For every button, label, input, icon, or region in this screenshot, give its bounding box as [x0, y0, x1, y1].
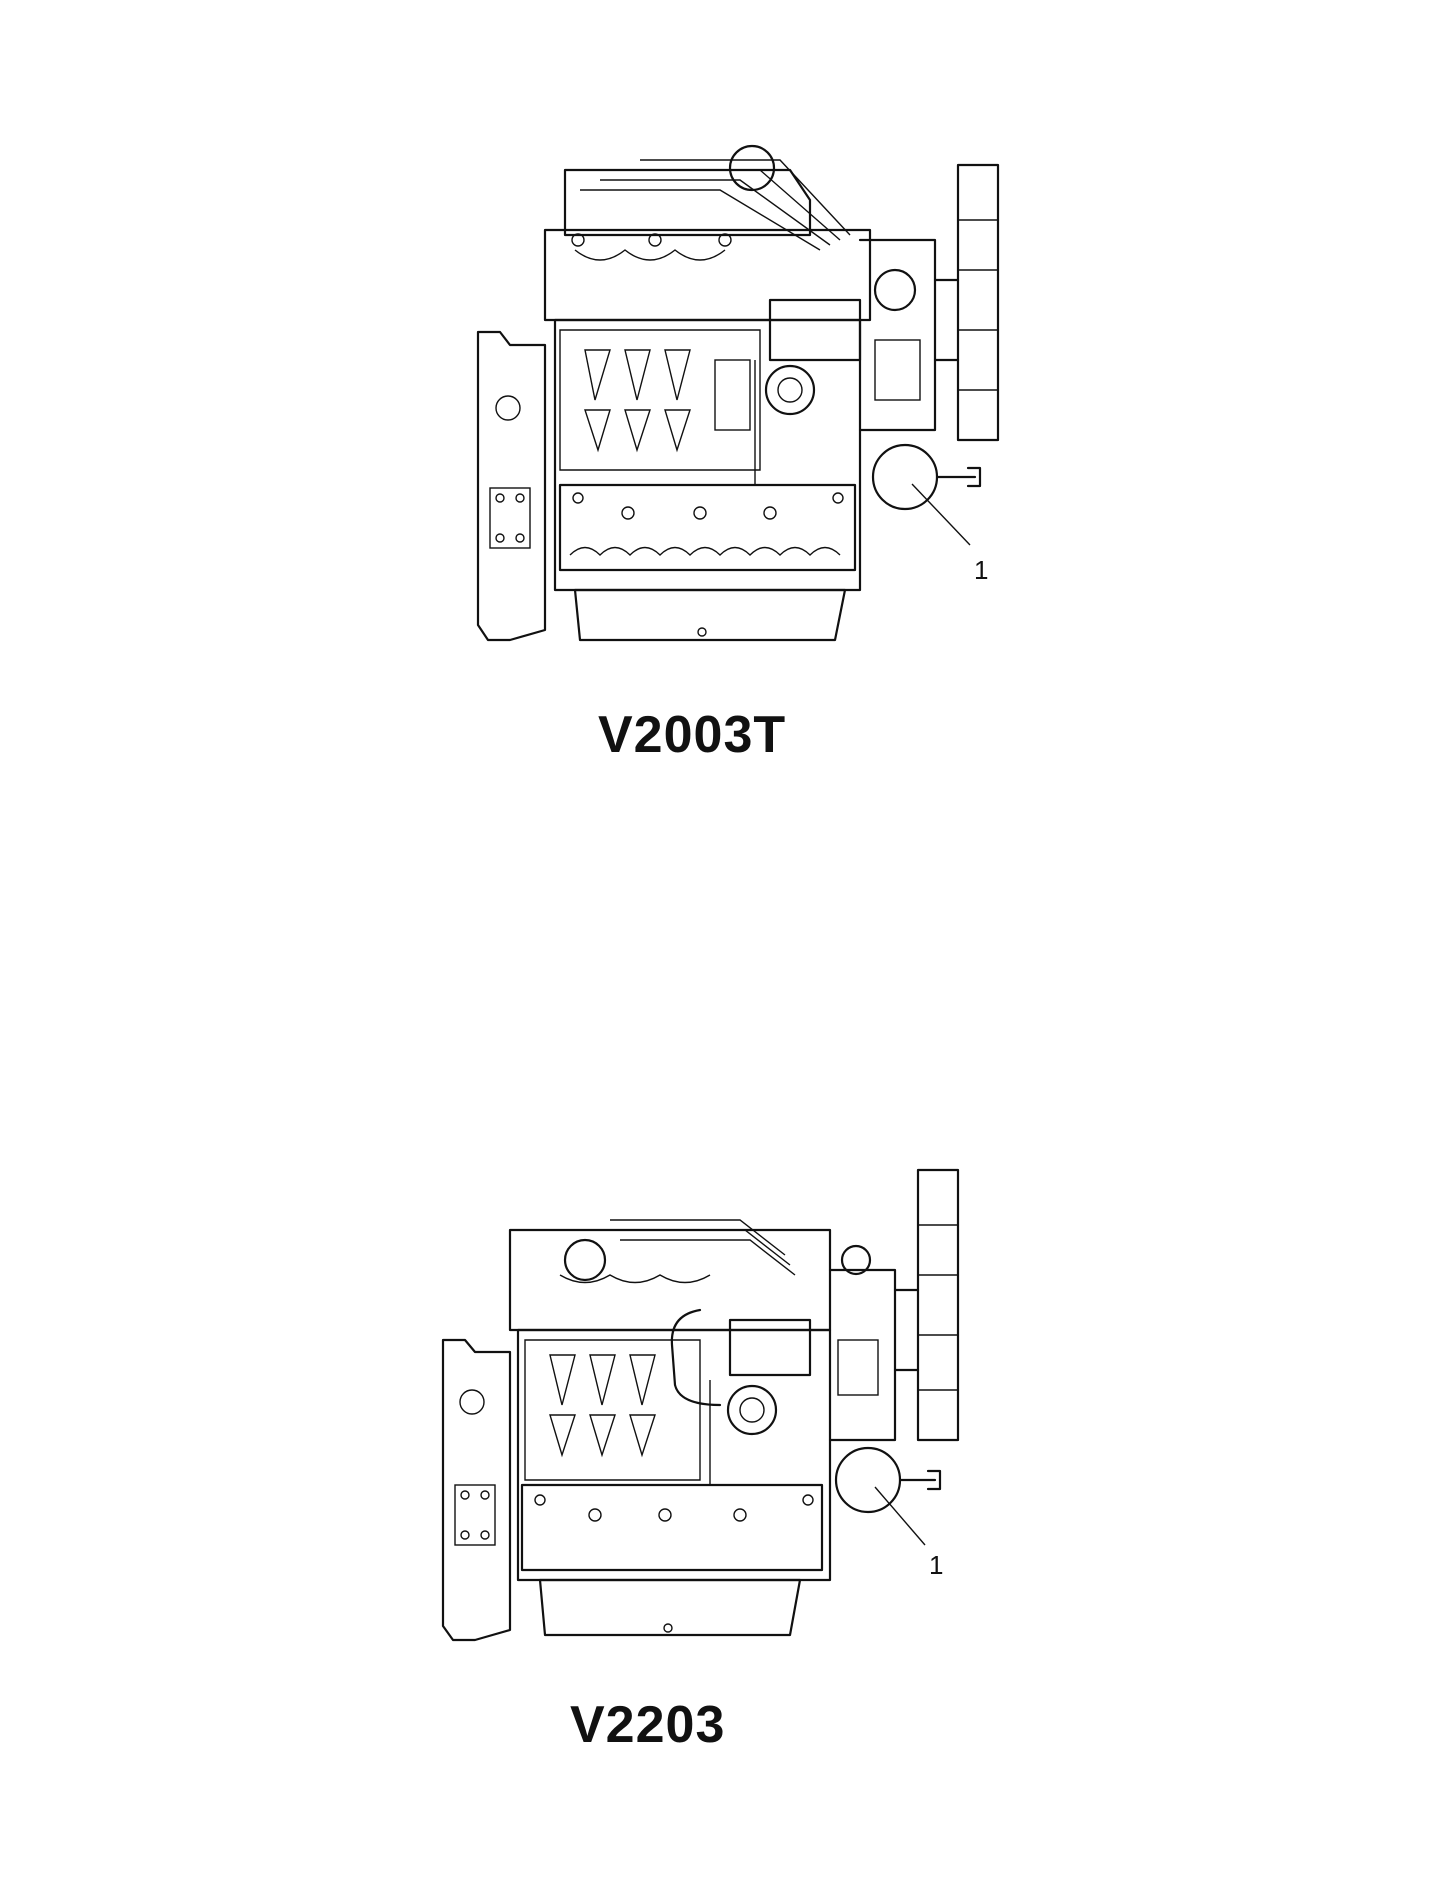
engine-figure-v2203: 1 V2203: [0, 1140, 1445, 1884]
callout-number-1: 1: [974, 555, 989, 585]
engine-drawing-v2003t: [476, 144, 1000, 642]
engine-drawing-v2203: [441, 1168, 960, 1642]
callout-number-1: 1: [929, 1550, 944, 1580]
model-label-v2203: V2203: [570, 1696, 726, 1754]
engine-figure-v2003t: 1 V2003T: [0, 0, 1445, 800]
model-label-v2003t: V2003T: [598, 706, 787, 764]
